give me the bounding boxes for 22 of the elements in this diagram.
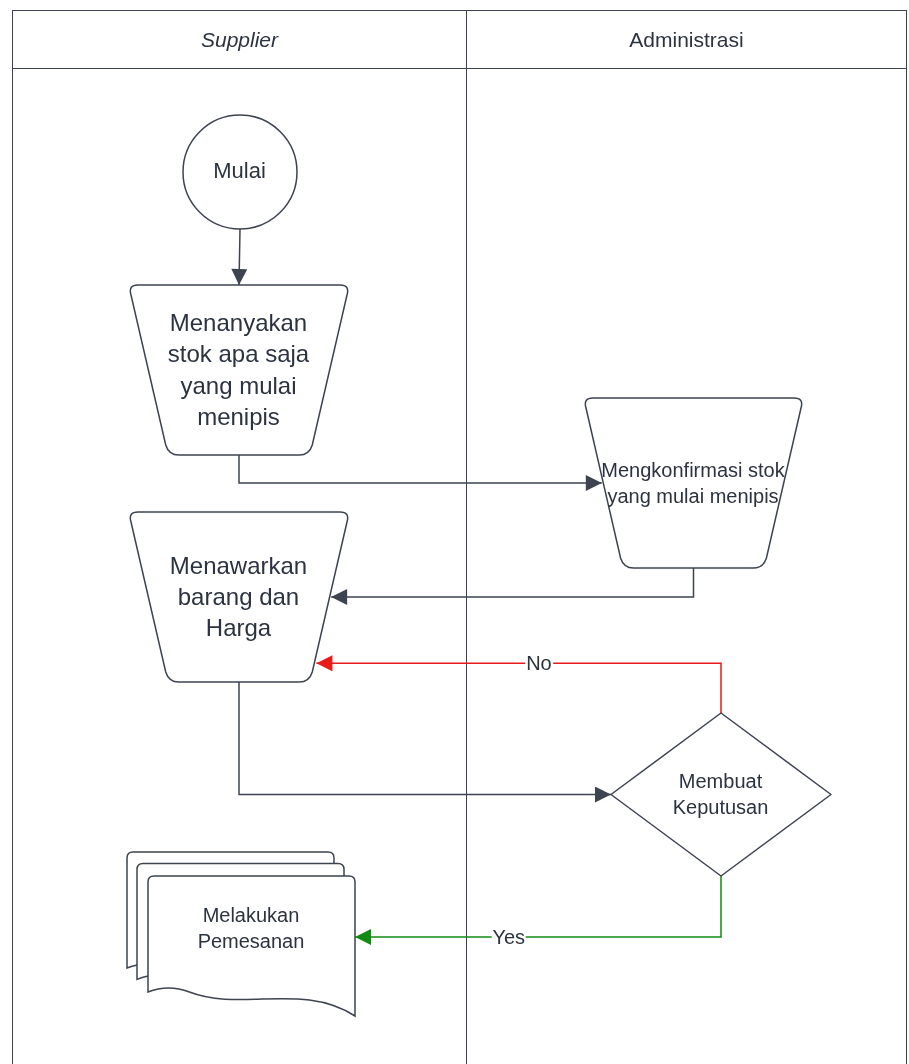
node-label: Membuat Keputusan <box>671 769 770 820</box>
node-label: Mulai <box>213 157 266 186</box>
arrow <box>315 655 722 714</box>
start-circle <box>182 114 297 229</box>
manual-operation-shape <box>127 511 350 682</box>
lane-header: Administrasi <box>467 11 906 69</box>
swimlane <box>466 10 907 1064</box>
node-label: Menawarkan barang dan Harga <box>168 550 309 644</box>
manual-operation-shape <box>582 397 804 568</box>
node-label: Melakukan Pemesanan <box>196 902 306 954</box>
manual-operation-shape <box>127 284 350 455</box>
lane-header: Supplier <box>13 11 466 69</box>
node-label: Mengkonfirmasi stok yang mulai menipis <box>600 457 786 509</box>
node-label: Menanyakan stok apa saja yang mulai menipis <box>166 308 311 432</box>
decision-diamond <box>610 712 831 876</box>
arrow <box>330 567 695 605</box>
arrow <box>231 228 248 286</box>
arrow <box>238 454 603 491</box>
edge-label: Yes <box>491 927 527 947</box>
arrow <box>354 875 722 945</box>
swimlane <box>12 10 467 1064</box>
arrow <box>238 681 612 803</box>
